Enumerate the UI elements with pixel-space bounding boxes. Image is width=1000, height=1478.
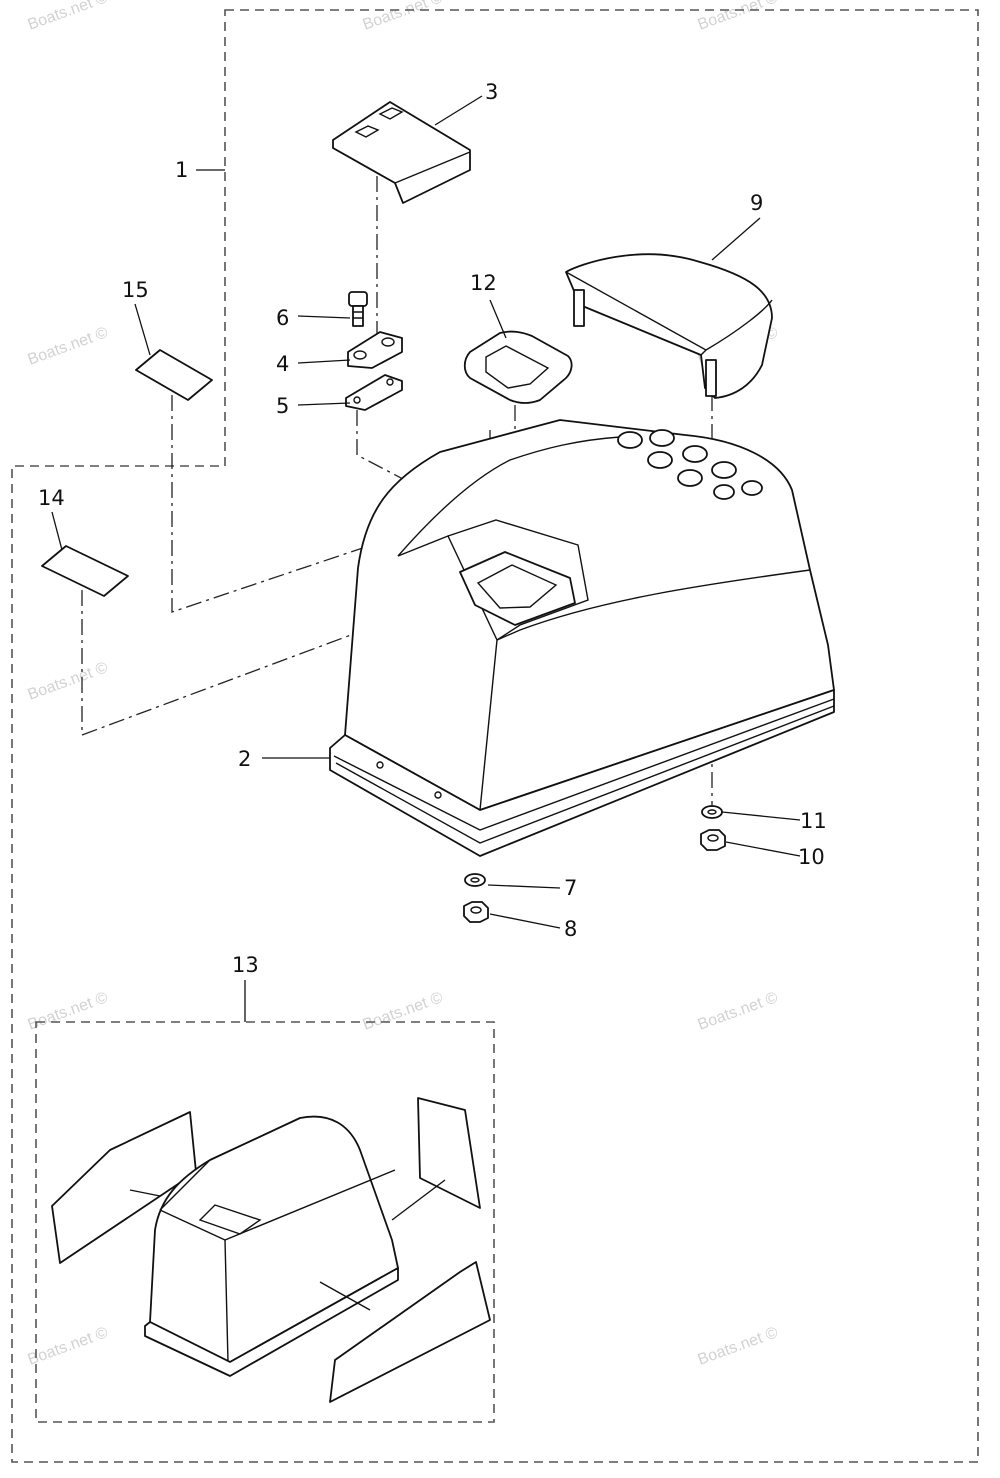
callout-15: 15 — [122, 278, 149, 302]
callout-13: 13 — [232, 953, 259, 977]
part-washer — [701, 805, 723, 819]
part-engine-cover — [329, 419, 835, 857]
watermark: Boats.net © — [696, 1324, 781, 1369]
watermark: Boats.net © — [361, 989, 446, 1034]
callout-4: 4 — [276, 352, 289, 376]
watermark: Boats.net © — [26, 324, 111, 369]
part-seal — [463, 330, 573, 404]
watermark: Boats.net © — [26, 659, 111, 704]
part-decal — [135, 349, 213, 401]
part-decal-kit — [51, 1097, 491, 1403]
part-nut — [700, 829, 726, 851]
callout-2: 2 — [238, 747, 251, 771]
callout-11: 11 — [800, 809, 827, 833]
assembly-boundary — [11, 9, 979, 1463]
watermark: Boats.net © — [26, 989, 111, 1034]
leader-lines — [51, 95, 801, 1022]
part-cover-plate — [332, 101, 471, 204]
part-plate — [345, 374, 403, 411]
callout-14: 14 — [38, 486, 65, 510]
part-bolt — [348, 291, 368, 327]
callout-9: 9 — [750, 191, 763, 215]
callout-8: 8 — [564, 917, 577, 941]
watermark: Boats.net © — [696, 989, 781, 1034]
callout-6: 6 — [276, 306, 289, 330]
watermark: Boats.net © — [696, 0, 781, 34]
part-nut — [463, 901, 489, 923]
part-washer — [464, 873, 486, 887]
part-top-cover — [565, 253, 773, 399]
callout-10: 10 — [798, 845, 825, 869]
callout-7: 7 — [564, 876, 577, 900]
watermark: Boats.net © — [26, 0, 111, 34]
watermark: Boats.net © — [361, 0, 446, 34]
part-decal — [41, 545, 129, 597]
callout-5: 5 — [276, 394, 289, 418]
decal-kit-boundary — [35, 1021, 495, 1423]
callouts: 1 2 3 4 5 6 7 8 9 10 11 12 13 14 15 — [38, 80, 827, 977]
callout-3: 3 — [485, 80, 498, 104]
callout-1: 1 — [175, 158, 188, 182]
watermark: Boats.net © — [26, 1324, 111, 1369]
callout-12: 12 — [470, 271, 497, 295]
part-latch-bracket — [347, 331, 403, 369]
